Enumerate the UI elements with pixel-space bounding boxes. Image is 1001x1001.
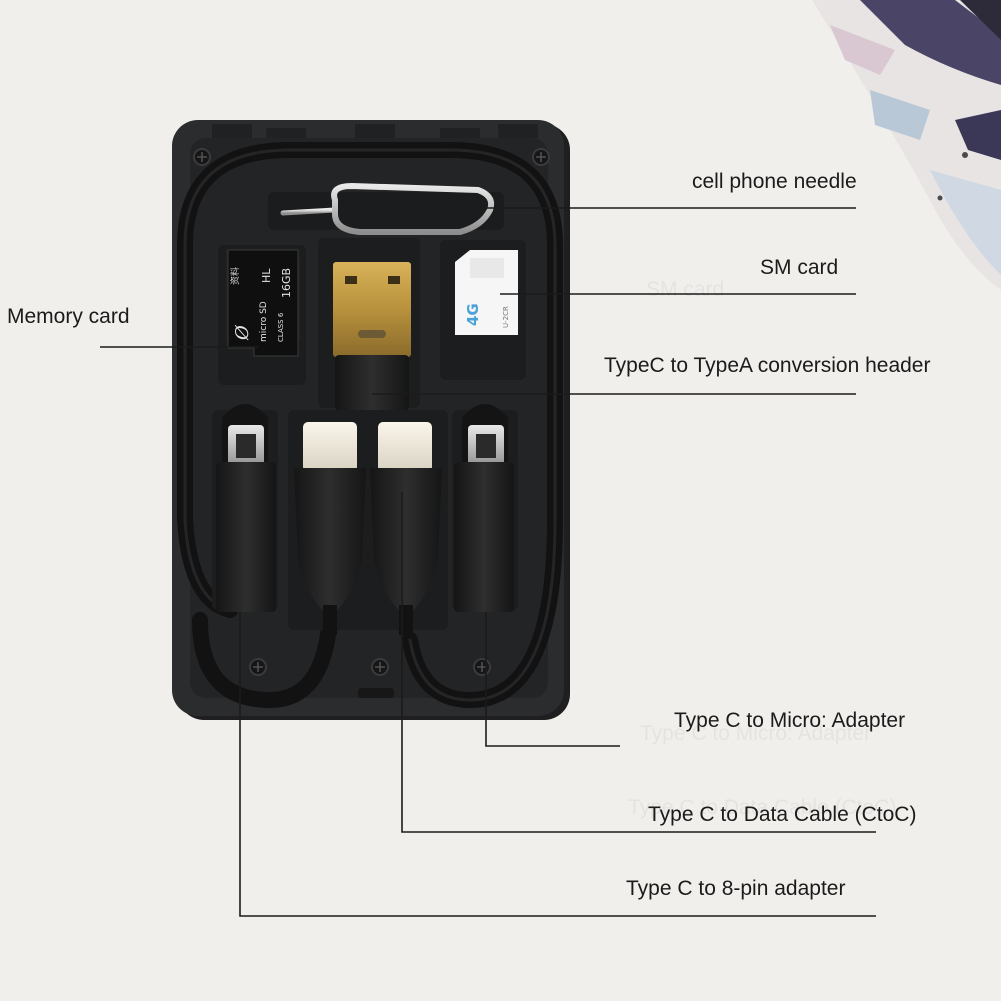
leader-line-8pin <box>239 612 876 917</box>
leader-line-cable <box>401 492 876 833</box>
ghost-caption-micro: Type C to Micro: Adapter <box>640 722 872 745</box>
callout-memory-card: Memory card <box>7 305 130 328</box>
memory-card-hl-text: HL <box>260 268 273 283</box>
callout-sim-card: SM card <box>760 256 839 279</box>
callout-cell-phone-needle: cell phone needle <box>692 170 857 193</box>
ghost-caption-cable: Type C to Data Cable (CtoC) <box>628 796 897 819</box>
memory-card-class-text: CLASS 6 <box>277 312 285 342</box>
callout-typec-8pin-adapter: Type C to 8-pin adapter <box>626 877 846 900</box>
sim-card-4g-text: 4G <box>464 303 482 326</box>
sim-card-code-text: U-2CR <box>502 306 510 328</box>
svg-text:Ø: Ø <box>232 324 253 341</box>
ghost-caption-sim: SM card <box>646 278 725 301</box>
callout-typec-data-cable: Type C to Data Cable (CtoC) <box>648 803 917 826</box>
memory-card-type-text: micro SD <box>259 301 269 342</box>
callout-typec-micro-adapter: Type C to Micro: Adapter <box>674 709 906 732</box>
leader-line-micro <box>485 612 620 747</box>
memory-card-capacity-text: 16GB <box>280 268 293 298</box>
callout-typec-typea-header: TypeC to TypeA conversion header <box>604 354 931 377</box>
svg-text:资料: 资料 <box>229 267 241 285</box>
